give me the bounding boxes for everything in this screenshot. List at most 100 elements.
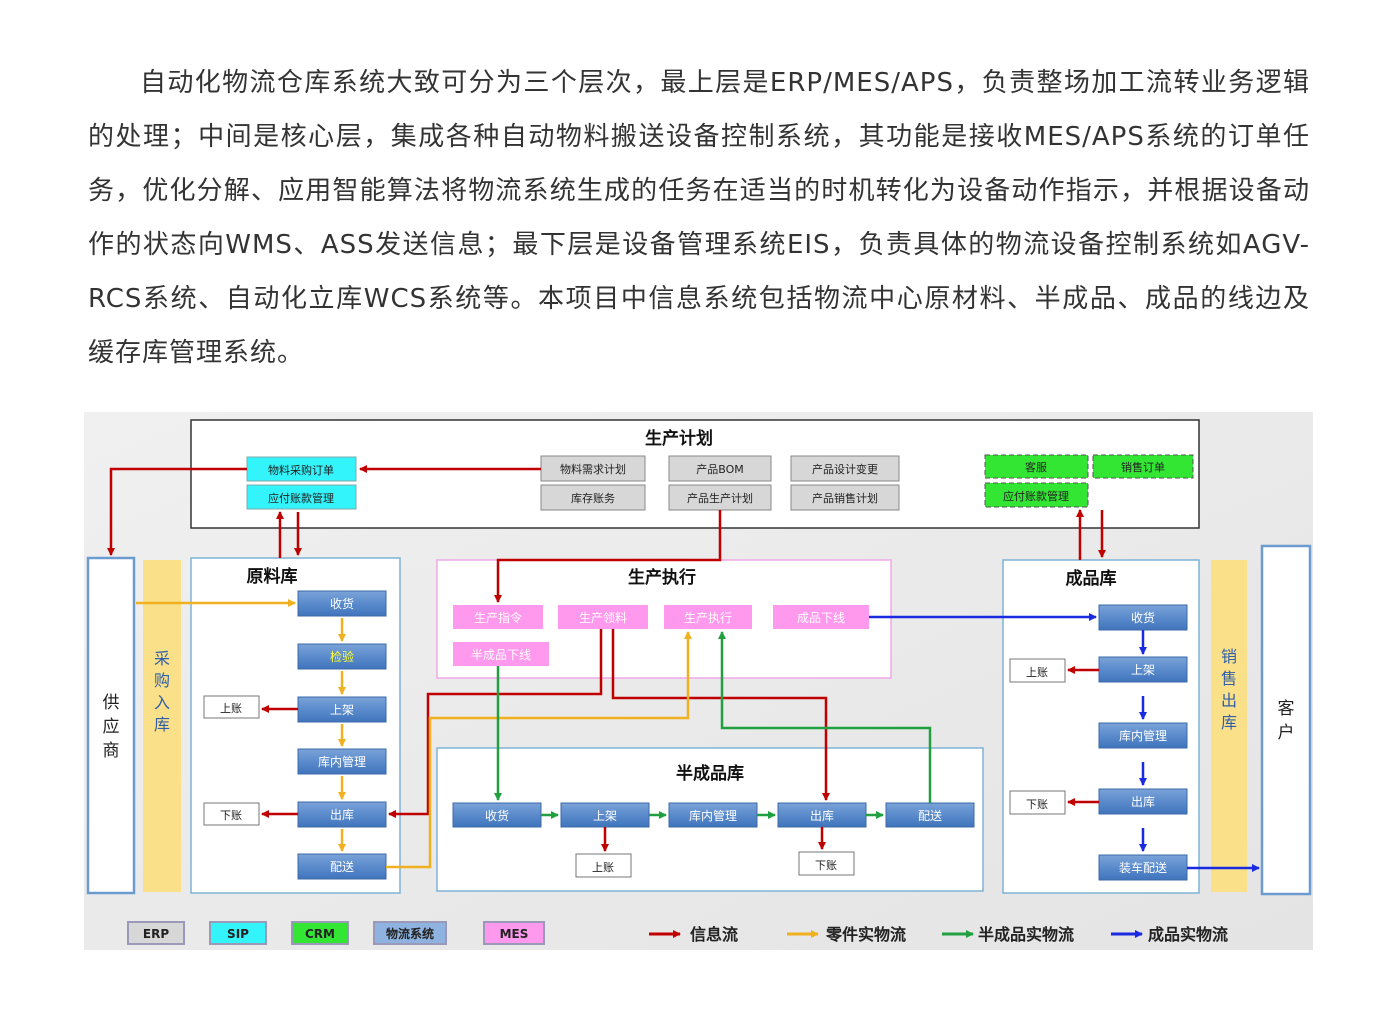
fin-step-dispatch [1098, 854, 1188, 881]
exec-title: 生产执行 [628, 567, 696, 588]
raw-step-shelve [297, 696, 387, 723]
crm-service-box [984, 454, 1089, 479]
supplier-char-1: 供 [103, 693, 120, 713]
semi-post-up-box [575, 853, 632, 878]
legend-erp-swatch [127, 921, 185, 945]
fin-step-shelve [1098, 656, 1188, 683]
article-paragraph: 自动化物流仓库系统大致可分为三个层次，最上层是ERP/MES/APS，负责整场加… [88, 68, 1310, 368]
sip-payables-label: 应付账款管理 [268, 491, 334, 505]
article-text: 自动化物流仓库系统大致可分为三个层次，最上层是ERP/MES/APS，负责整场加… [88, 56, 1310, 380]
purchase-char-2: 购 [154, 671, 170, 690]
legend-semi-label: 半成品实物流 [978, 925, 1074, 944]
finished-warehouse-title: 成品库 [1066, 568, 1117, 589]
crm-payables-box [984, 482, 1089, 508]
legend-sip-label: SIP [227, 927, 249, 941]
semi-step-outbound [777, 802, 867, 828]
semi-post-down-box [798, 851, 855, 876]
crm-sales-order-label: 销售订单 [1121, 460, 1165, 474]
legend-erp-label: ERP [143, 927, 169, 941]
exec-finish-offline-label: 成品下线 [797, 611, 845, 625]
semi-step-manage-label: 库内管理 [689, 808, 737, 823]
customer-char-2: 户 [1278, 723, 1295, 743]
raw-post-up-box [203, 695, 260, 719]
erp-bom-label: 产品BOM [696, 462, 744, 476]
semi-post-up-label: 上账 [592, 861, 614, 874]
legend-crm-swatch [291, 921, 349, 945]
exec-semi-offline-label: 半成品下线 [471, 648, 531, 662]
sip-order-label: 物料采购订单 [268, 463, 334, 477]
supplier-char-3: 商 [103, 741, 120, 761]
sales-char-3: 出 [1221, 691, 1237, 710]
erp-material-plan-label: 物料需求计划 [560, 462, 626, 476]
customer-column [1260, 544, 1312, 896]
exec-finish-offline-box [773, 605, 869, 629]
erp-bom-box [668, 455, 772, 482]
semi-step-shelve-label: 上架 [593, 809, 617, 823]
sales-char-4: 库 [1221, 713, 1237, 732]
legend-flows: 信息流 零件实物流 半成品实物流 成品实物流 [649, 925, 1228, 944]
fin-step-shelve-label: 上架 [1131, 663, 1155, 677]
fin-step-outbound [1098, 788, 1188, 815]
fin-step-receive-label: 收货 [1131, 610, 1155, 625]
legend-sip-swatch [209, 921, 267, 945]
fin-step-outbound-label: 出库 [1131, 794, 1155, 809]
semi-warehouse-title: 半成品库 [676, 763, 744, 784]
legend-mes-label: MES [500, 927, 529, 941]
erp-stock-account-label: 库存账务 [571, 491, 615, 505]
fin-post-up-label: 上账 [1026, 666, 1048, 679]
raw-post-down-label: 下账 [220, 809, 242, 822]
legend-mes-swatch [483, 921, 545, 945]
raw-step-receive [297, 590, 387, 617]
sales-band [1211, 560, 1247, 892]
sales-char-1: 销 [1221, 647, 1237, 666]
raw-step-outbound-label: 出库 [330, 807, 354, 822]
parts-flow-arrows [136, 599, 692, 869]
semi-step-receive [452, 802, 542, 828]
erp-sales-plan-label: 产品销售计划 [812, 491, 878, 505]
erp-production-plan-box [668, 484, 772, 511]
semi-step-shelve [560, 802, 650, 828]
information-flow-arrows [107, 465, 1106, 852]
erp-design-change-label: 产品设计变更 [812, 462, 878, 476]
fin-post-up-box [1009, 658, 1066, 683]
legend-logistics-label: 物流系统 [386, 926, 434, 941]
crm-service-label: 客服 [1025, 460, 1047, 474]
legend-systems: ERP SIP CRM 物流系统 MES [127, 921, 545, 945]
sip-payables-box [246, 484, 357, 510]
purchase-band [143, 560, 181, 892]
semi-post-down-label: 下账 [815, 859, 837, 872]
raw-step-inspect-label: 检验 [330, 649, 354, 664]
raw-step-manage [297, 748, 387, 775]
exec-semi-offline-box [453, 642, 549, 666]
legend-finished-label: 成品实物流 [1148, 925, 1228, 944]
exec-run-label: 生产执行 [684, 611, 732, 625]
legend-info-label: 信息流 [690, 925, 738, 944]
sip-order-box [246, 456, 357, 482]
logistics-system-diagram: 生产计划 物料采购订单 应付账款管理 物料需求计划 库存账务 产品BOM 产品生… [84, 412, 1313, 950]
fin-post-down-box [1009, 790, 1066, 815]
fin-step-dispatch-label: 装车配送 [1119, 860, 1167, 875]
erp-material-plan-box [540, 455, 646, 482]
raw-step-outbound [297, 801, 387, 828]
raw-step-manage-label: 库内管理 [318, 754, 366, 769]
crm-payables-label: 应付账款管理 [1003, 489, 1069, 503]
semi-step-outbound-label: 出库 [810, 808, 834, 823]
purchase-char-1: 采 [154, 649, 170, 668]
customer-char-1: 客 [1278, 699, 1295, 719]
crm-sales-order-box [1092, 454, 1194, 479]
raw-post-down-box [203, 802, 260, 826]
sales-char-2: 售 [1221, 669, 1237, 688]
fin-post-down-label: 下账 [1026, 798, 1048, 811]
purchase-char-4: 库 [154, 715, 170, 734]
raw-warehouse-title: 原料库 [247, 566, 298, 587]
raw-step-receive-label: 收货 [330, 596, 354, 611]
legend-crm-label: CRM [305, 927, 335, 941]
erp-production-plan-label: 产品生产计划 [687, 491, 753, 505]
plan-title: 生产计划 [645, 428, 713, 449]
erp-stock-account-box [540, 484, 646, 511]
legend-parts-label: 零件实物流 [825, 925, 906, 944]
erp-sales-plan-box [790, 484, 900, 511]
exec-run-box [664, 605, 752, 629]
raw-step-inspect [297, 643, 387, 670]
raw-post-up-label: 上账 [220, 702, 242, 715]
